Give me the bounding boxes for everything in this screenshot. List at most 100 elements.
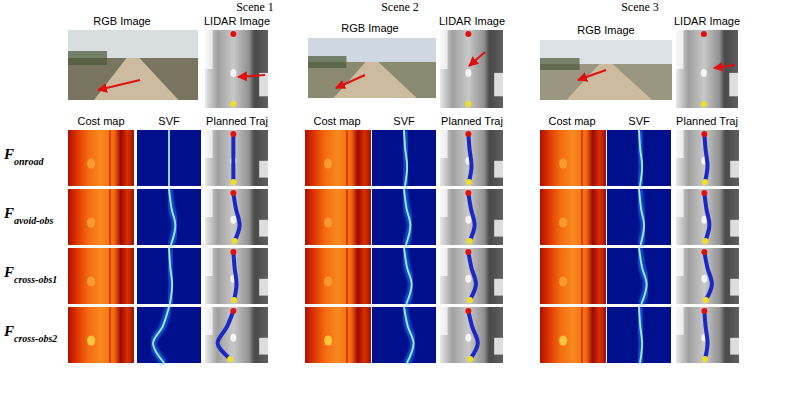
lidar-image xyxy=(676,248,739,304)
planned-path xyxy=(704,193,709,241)
svf-ridge xyxy=(404,307,414,363)
lidar-shadow xyxy=(254,130,268,186)
lidar-shadow xyxy=(725,189,739,245)
column-header: LIDAR Image xyxy=(674,15,740,27)
lidar-void xyxy=(730,279,739,296)
rgb-sky xyxy=(308,38,436,98)
lidar-void xyxy=(259,338,268,355)
lidar-image xyxy=(440,189,503,245)
planned-path xyxy=(233,252,236,300)
cost-map xyxy=(68,248,134,304)
lidar-void xyxy=(440,30,448,69)
start-dot xyxy=(465,190,471,196)
svf-glow xyxy=(639,130,642,186)
lidar-image xyxy=(205,130,268,186)
svf-glow xyxy=(639,307,642,363)
lidar-image xyxy=(676,307,739,363)
goal-dot xyxy=(230,101,236,107)
lidar-shadow xyxy=(725,130,739,186)
svf-field xyxy=(607,189,671,245)
lidar-image xyxy=(205,30,268,108)
start-dot xyxy=(230,249,236,255)
start-dot xyxy=(701,249,707,255)
rgb-trees xyxy=(68,51,107,65)
svf-ridge xyxy=(153,307,169,363)
svf-field xyxy=(137,307,201,363)
planned-path xyxy=(468,193,474,241)
obstacle-blob xyxy=(230,69,236,77)
lidar-shadow xyxy=(725,307,739,363)
start-dot xyxy=(701,308,707,314)
svf-ridge xyxy=(639,189,644,245)
start-dot xyxy=(465,249,471,255)
planned-path xyxy=(233,193,239,241)
cost-map xyxy=(305,307,371,363)
svf-ridge xyxy=(169,248,172,304)
scene-title: Scene 3 xyxy=(621,1,659,14)
lidar-void xyxy=(676,248,684,276)
cost-map xyxy=(540,130,606,186)
column-header: LIDAR Image xyxy=(204,15,270,27)
cost-blob xyxy=(87,159,95,169)
svf-glow xyxy=(639,248,647,304)
lidar-image xyxy=(440,307,503,363)
column-header: RGB Image xyxy=(577,24,634,36)
goal-dot xyxy=(702,179,708,185)
goal-dot xyxy=(703,297,709,303)
svf-ridge xyxy=(404,130,407,186)
goal-dot xyxy=(702,356,708,362)
cost-map xyxy=(540,189,606,245)
lidar-void xyxy=(259,73,268,96)
obstacle-blob xyxy=(230,334,236,342)
goal-dot xyxy=(232,238,238,244)
lidar-void xyxy=(676,30,683,69)
lidar-shadow xyxy=(489,130,503,186)
lidar-image xyxy=(676,30,738,108)
planned-path xyxy=(231,134,235,182)
lidar-void xyxy=(440,248,448,276)
column-header: SVF xyxy=(628,115,649,127)
goal-dot xyxy=(701,101,707,107)
cost-edge xyxy=(581,189,583,245)
svf-field xyxy=(137,130,201,186)
lidar-void xyxy=(494,279,503,296)
obstacle-blob xyxy=(701,69,707,77)
cost-blob xyxy=(559,159,567,169)
lidar-image xyxy=(440,248,503,304)
svf-glow xyxy=(153,307,169,363)
lidar-void xyxy=(205,189,213,217)
lidar-shadow xyxy=(254,30,268,108)
lidar-image xyxy=(676,130,739,186)
rgb-sky xyxy=(540,40,672,100)
lidar-void xyxy=(440,130,448,158)
obstacle-blob xyxy=(465,69,471,77)
cost-blob xyxy=(324,277,332,287)
column-header: Cost map xyxy=(548,115,595,127)
start-dot xyxy=(465,31,471,37)
svf-field xyxy=(137,248,201,304)
svf-ridge xyxy=(169,189,175,245)
obstacle-blob xyxy=(230,216,236,224)
column-header: RGB Image xyxy=(341,22,398,34)
start-dot xyxy=(230,31,236,37)
svf-ridge xyxy=(168,130,170,186)
cost-blob xyxy=(559,277,567,287)
cost-blob xyxy=(87,218,95,228)
column-header: RGB Image xyxy=(93,15,150,27)
lidar-shadow xyxy=(725,248,739,304)
column-header: Planned Traj xyxy=(206,115,268,127)
cost-edge xyxy=(109,189,111,245)
planned-path xyxy=(704,311,707,359)
svf-glow xyxy=(169,248,172,304)
start-dot xyxy=(230,308,236,314)
scene-title: Scene 2 xyxy=(381,1,419,14)
column-header: SVF xyxy=(393,115,414,127)
cost-edge xyxy=(346,189,348,245)
lidar-void xyxy=(730,338,739,355)
row-subscript: cross-obs1 xyxy=(14,274,57,285)
column-header: SVF xyxy=(158,115,179,127)
lidar-void xyxy=(676,189,684,217)
lidar-shadow xyxy=(254,307,268,363)
goal-dot xyxy=(702,238,708,244)
